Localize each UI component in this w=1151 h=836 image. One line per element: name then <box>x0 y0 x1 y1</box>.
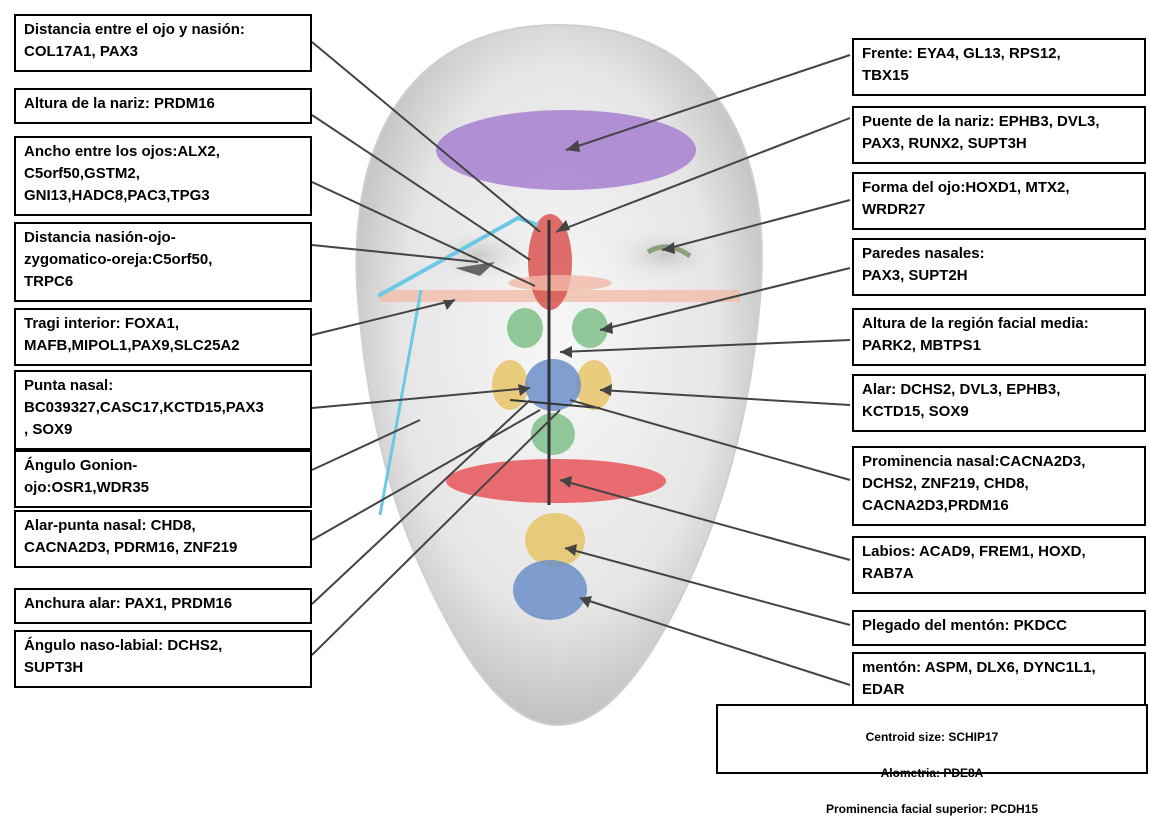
label-alar-nasal-tip: Alar-punta nasal: CHD8, CACNA2D3, PDRM16… <box>14 510 312 568</box>
label-eye-nasion-distance: Distancia entre el ojo y nasión: COL17A1… <box>14 14 312 72</box>
right-eye-socket <box>603 225 727 285</box>
summary-box: Centroid size: SCHIP17 Alometria: PDE8A … <box>716 704 1148 774</box>
label-eye-width: Ancho entre los ojos:ALX2, C5orf50,GSTM2… <box>14 136 312 216</box>
summary-upper-facial-prominence: Prominencia facial superior: PCDH15 <box>724 800 1140 818</box>
left-alar <box>492 360 528 410</box>
label-eye-shape: Forma del ojo:HOXD1, MTX2, WRDR27 <box>852 172 1146 230</box>
label-alar: Alar: DCHS2, DVL3, EPHB3, KCTD15, SOX9 <box>852 374 1146 432</box>
label-alar-width: Anchura alar: PAX1, PRDM16 <box>14 588 312 624</box>
summary-allometry: Alometria: PDE8A <box>724 764 1140 782</box>
left-nasal-wall <box>507 308 543 348</box>
label-nasal-tip: Punta nasal: BC039327,CASC17,KCTD15,PAX3… <box>14 370 312 450</box>
nasal-pink-region <box>508 275 612 291</box>
label-nasal-walls: Paredes nasales: PAX3, SUPT2H <box>852 238 1146 296</box>
facial-genetics-diagram: Distancia entre el ojo y nasión: COL17A1… <box>0 0 1151 777</box>
lips-region <box>446 459 666 503</box>
right-nasal-wall <box>572 308 608 348</box>
label-midface-height: Altura de la región facial media: PARK2,… <box>852 308 1146 366</box>
label-chin: mentón: ASPM, DLX6, DYNC1L1, EDAR <box>852 652 1146 710</box>
label-nose-height: Altura de la nariz: PRDM16 <box>14 88 312 124</box>
label-lips: Labios: ACAD9, FREM1, HOXD, RAB7A <box>852 536 1146 594</box>
chin-region <box>513 560 587 620</box>
summary-centroid-size: Centroid size: SCHIP17 <box>724 728 1140 746</box>
label-nasolabial-angle: Ángulo naso-labial: DCHS2, SUPT3H <box>14 630 312 688</box>
label-chin-fold: Plegado del mentón: PKDCC <box>852 610 1146 646</box>
label-nasion-eye-zygomatic-ear: Distancia nasión-ojo- zygomatico-oreja:C… <box>14 222 312 302</box>
subnasal-region <box>531 413 575 455</box>
label-nose-bridge: Puente de la nariz: EPHB3, DVL3, PAX3, R… <box>852 106 1146 164</box>
label-forehead: Frente: EYA4, GL13, RPS12, TBX15 <box>852 38 1146 96</box>
label-nasal-prominence: Prominencia nasal:CACNA2D3, DCHS2, ZNF21… <box>852 446 1146 526</box>
label-gonion-eye-angle: Ángulo Gonion- ojo:OSR1,WDR35 <box>14 450 312 508</box>
chin-fold-region <box>525 513 585 567</box>
label-inner-tragus: Tragi interior: FOXA1, MAFB,MIPOL1,PAX9,… <box>14 308 312 366</box>
